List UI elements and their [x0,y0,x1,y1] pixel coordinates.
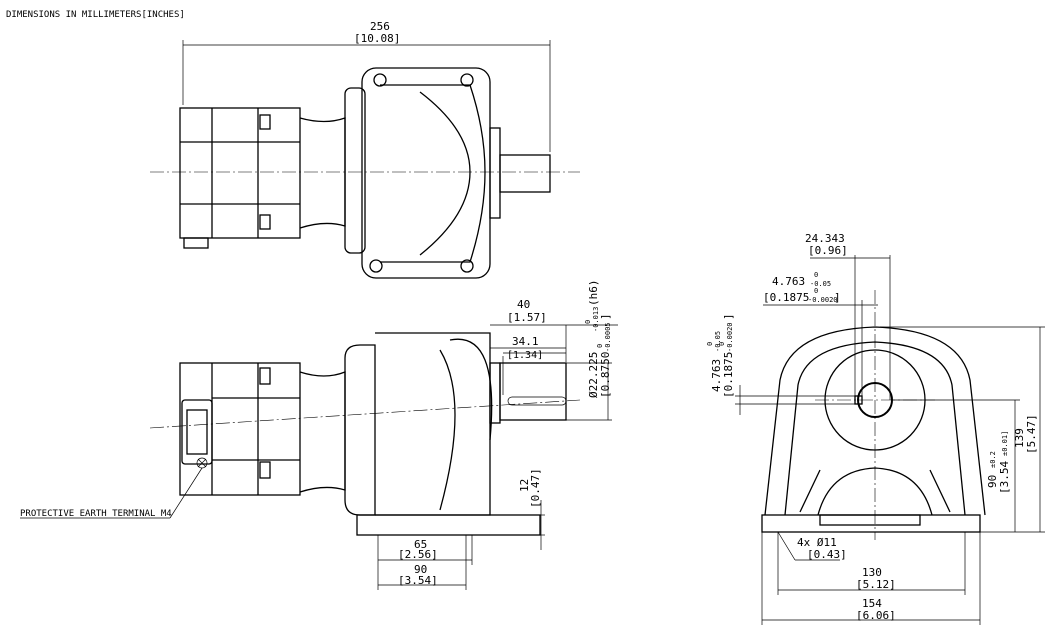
dim-hole-spacing: 65 [414,538,427,551]
dim-key-width-vertical: 4.763 [710,359,723,392]
dim-hole-spacing-front: 130 [862,566,882,579]
svg-text:-0.0020: -0.0020 [726,322,734,352]
top-view: 256 [10.08] [150,20,580,279]
dim-shaft-diameter: Ø22.225 [587,352,600,398]
svg-text:0: 0 [814,271,818,279]
svg-text:[3.54: [3.54 [998,461,1011,494]
svg-text:[5.47]: [5.47] [1025,414,1038,454]
svg-text:[6.06]: [6.06] [856,609,896,622]
svg-text:0: 0 [718,342,726,346]
dim-overall-length: 256 [370,20,390,33]
dim-key-width: 4.763 [772,275,805,288]
dim-base-thickness: 12 [518,479,531,492]
earth-terminal-label: PROTECTIVE EARTH TERMINAL M4 [20,509,172,519]
dim-shaft-height: 90 [986,475,999,488]
dim-total-height: 139 [1013,428,1026,448]
dim-holes: 4x Ø11 [797,536,837,549]
svg-text:-0.013: -0.013 [592,307,600,332]
svg-text:0: 0 [706,342,714,346]
dim-shaft-diameter-in: [0.8750 [599,352,612,398]
svg-text:[2.56]: [2.56] [398,548,438,561]
dim-base-width: 154 [862,597,882,610]
dim-base-depth: 90 [414,563,427,576]
svg-text:(h6): (h6) [587,280,600,307]
svg-text:0: 0 [814,287,818,295]
svg-text:[3.54]: [3.54] [398,574,438,587]
dim-key-length-in: [1.34] [507,350,543,361]
front-view: 24.343 [0.96] 4.763 0 -0.05 [0.1875 0 -0… [706,232,1045,625]
svg-text:±0.01]: ±0.01] [1001,431,1009,456]
svg-text:]: ] [834,291,841,304]
svg-text:[0.47]: [0.47] [529,468,542,508]
svg-text:]: ] [599,313,612,320]
dim-key-length: 34.1 [512,335,539,348]
svg-text:-0.0005: -0.0005 [604,322,612,352]
svg-text:±0.2: ±0.2 [989,451,997,468]
side-view: 40 [1.57] 34.1 [1.34] Ø22.225 0 -0.013 (… [20,280,618,590]
svg-text:-0.05: -0.05 [714,331,722,352]
svg-text:]: ] [722,313,735,320]
dim-key-height: 24.343 [805,232,845,245]
svg-text:[0.1875: [0.1875 [722,352,735,398]
svg-text:-0.05: -0.05 [810,280,831,288]
svg-text:[5.12]: [5.12] [856,578,896,591]
svg-text:[0.96]: [0.96] [808,244,848,257]
svg-text:0: 0 [596,344,604,348]
dim-shaft-length-in: [1.57] [507,311,547,324]
dim-shaft-length: 40 [517,298,530,311]
svg-text:[0.43]: [0.43] [807,548,847,561]
svg-text:0: 0 [584,320,592,324]
svg-text:[0.1875: [0.1875 [763,291,809,304]
drawing-title: DIMENSIONS IN MILLIMETERS[INCHES] [6,10,185,20]
dim-overall-length-in: [10.08] [354,32,400,45]
svg-text:-0.0020: -0.0020 [808,296,838,304]
